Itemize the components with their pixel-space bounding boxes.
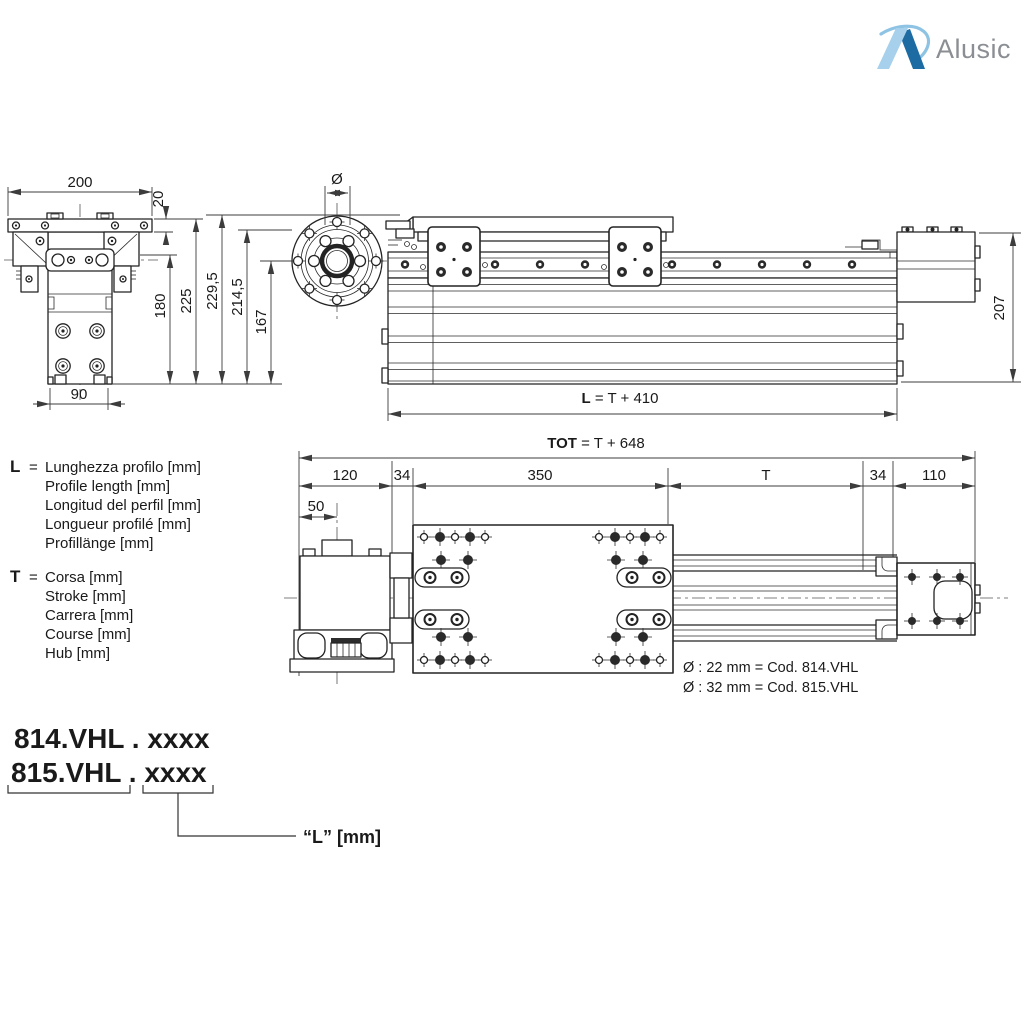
logo-a-left-leg-icon — [877, 28, 908, 69]
legend-l-line-0: Lunghezza profilo [mm] — [45, 459, 201, 476]
product-codes: 814.VHL . xxxx 815.VHL . xxxx “L” [mm] — [7, 723, 381, 847]
code-bracket-left — [7, 785, 131, 794]
front-view: 200 20 90 180 225 — [4, 174, 282, 410]
dim-t-stroke: T — [761, 467, 770, 484]
dim-207: 207 — [991, 295, 1008, 320]
flange-dimensions: Ø 229,5 214,5 167 — [204, 171, 400, 384]
dim-length-l: L — [581, 390, 590, 407]
carriage-plate-top — [412, 524, 674, 674]
dim-34b: 34 — [870, 467, 887, 484]
carriage-block-2 — [608, 226, 662, 287]
side-view-dimensions: 207 L = T + 410 — [387, 232, 1021, 421]
legend-t-line-2: Carrera [mm] — [45, 607, 133, 624]
dim-200: 200 — [67, 174, 92, 191]
dim-tot-rest: = T + 648 — [577, 435, 645, 452]
end-block-top — [896, 562, 981, 636]
dim-214-5: 214,5 — [229, 278, 246, 316]
dim-tot-formula: TOT = T + 648 — [547, 435, 645, 452]
end-block-side — [896, 226, 981, 303]
dim-50: 50 — [308, 498, 325, 515]
top-view-rails — [673, 554, 898, 642]
dim-225: 225 — [178, 288, 195, 313]
dim-167: 167 — [253, 309, 270, 334]
side-view: 207 L = T + 410 — [381, 216, 1021, 421]
code-815: 815.VHL . xxxx — [11, 757, 207, 788]
code-814: 814.VHL . xxxx — [14, 723, 210, 754]
code-callout-label: “L” [mm] — [303, 827, 381, 847]
legend: L = Lunghezza profilo [mm] Profile lengt… — [10, 457, 201, 662]
dim-34a: 34 — [394, 467, 411, 484]
note-diameter-22: Ø : 22 mm = Cod. 814.VHL — [683, 660, 858, 676]
legend-l-eq: = — [29, 459, 38, 476]
top-view: TOT = T + 648 120 34 350 T 34 110 50 — [284, 435, 1008, 696]
dim-length-formula: L = T + 410 — [581, 390, 658, 407]
plate-screws — [11, 221, 149, 230]
dim-229-5: 229,5 — [204, 272, 221, 310]
legend-l-line-3: Longueur profilé [mm] — [45, 516, 191, 533]
note-diameter-32: Ø : 32 mm = Cod. 815.VHL — [683, 680, 858, 696]
dim-350: 350 — [527, 467, 552, 484]
dim-diameter: Ø — [331, 171, 343, 188]
legend-l-key: L — [10, 457, 20, 476]
front-view-dimensions: 200 20 90 180 225 — [7, 174, 282, 410]
legend-l-line-4: Profillänge [mm] — [45, 535, 153, 552]
legend-t-line-4: Hub [mm] — [45, 645, 110, 662]
dim-110: 110 — [922, 467, 946, 484]
dim-90: 90 — [71, 386, 88, 403]
legend-l-line-1: Profile length [mm] — [45, 478, 170, 495]
legend-t-line-1: Stroke [mm] — [45, 588, 126, 605]
legend-t-line-3: Course [mm] — [45, 626, 131, 643]
dim-length-rest: = T + 410 — [591, 390, 659, 407]
legend-t-line-0: Corsa [mm] — [45, 569, 123, 586]
legend-l-line-2: Longitud del perfil [mm] — [45, 497, 201, 514]
brand-text: Alusic — [936, 34, 1011, 64]
logo-a-right-leg-icon — [899, 29, 925, 69]
dim-120: 120 — [332, 467, 357, 484]
carriage-block-1 — [427, 226, 481, 287]
dim-20: 20 — [150, 191, 167, 208]
code-callout-line — [177, 793, 296, 837]
dim-180: 180 — [152, 293, 169, 318]
alusic-logo: Alusic — [877, 24, 1011, 69]
legend-t-eq: = — [29, 569, 38, 586]
motor-gearbox — [289, 539, 413, 673]
top-view-dimensions: TOT = T + 648 120 34 350 T 34 110 50 — [298, 435, 976, 676]
logo-swoosh-icon — [879, 24, 931, 64]
flange-view: Ø 229,5 214,5 167 — [204, 171, 400, 384]
legend-t-key: T — [10, 567, 21, 586]
dim-tot-label: TOT — [547, 435, 577, 452]
